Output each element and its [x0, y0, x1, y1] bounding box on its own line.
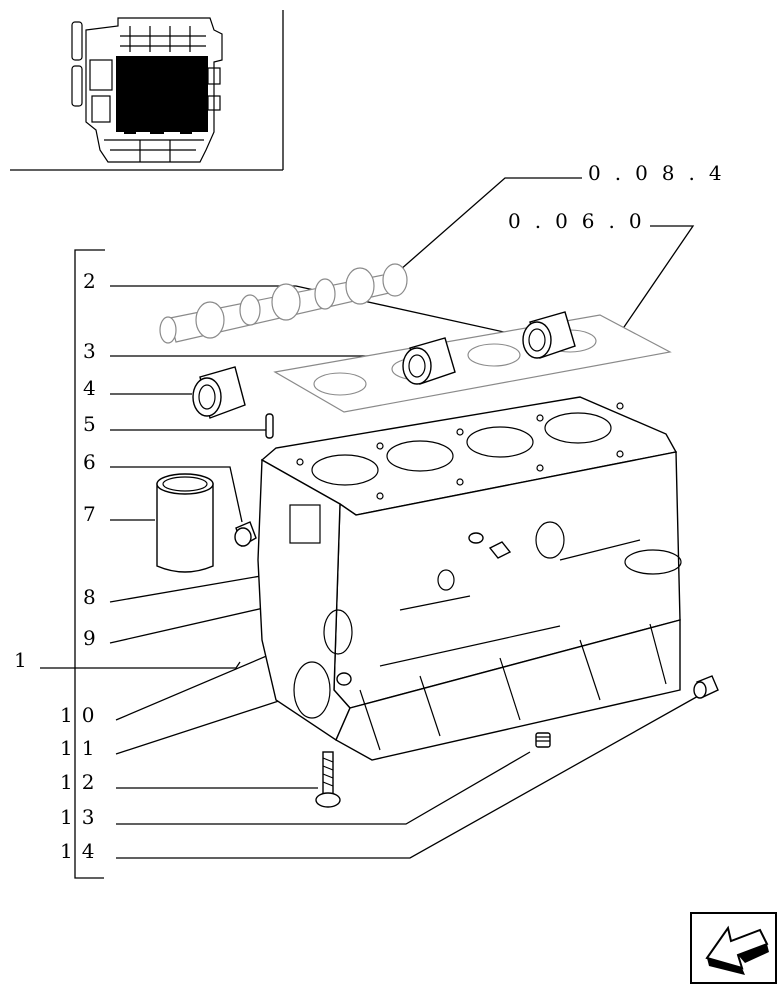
plug-screw [488, 541, 512, 559]
callout-8: 8 [83, 585, 105, 609]
callout-1: 1 [14, 648, 36, 672]
callout-6: 6 [83, 450, 105, 474]
plug-washer [468, 532, 484, 544]
leader-ref-camshaft [399, 177, 582, 271]
engine-thumbnail-image [71, 17, 223, 163]
expansion-plug [234, 521, 257, 548]
leader-ref-gasket [621, 225, 695, 331]
threaded-plug [693, 675, 719, 699]
callout-9: 9 [83, 626, 105, 650]
callout-bracket [74, 249, 105, 879]
callout-11: 11 [60, 736, 103, 760]
dowel-pin [265, 413, 274, 439]
camshaft-bush-a [402, 337, 456, 385]
engine-thumbnail [10, 10, 284, 171]
callout-5: 5 [83, 412, 105, 436]
arrow-next-icon [705, 925, 769, 975]
callout-2: 2 [83, 269, 105, 293]
front-plug [336, 672, 352, 686]
callout-4: 4 [83, 376, 105, 400]
cap-screw [315, 751, 341, 808]
camshaft-bush-4 [192, 366, 246, 419]
callout-3: 3 [83, 339, 105, 363]
callout-10: 10 [60, 703, 103, 727]
grub-screw [535, 732, 551, 748]
next-page-button[interactable] [690, 912, 777, 984]
reference-label-gasket: 0.06.0 [508, 209, 656, 233]
callout-13: 13 [60, 805, 103, 829]
head-gasket [273, 314, 672, 413]
callout-7: 7 [83, 502, 105, 526]
cylinder-liner [156, 473, 214, 573]
cylinder-block [257, 396, 682, 761]
callout-14: 14 [60, 839, 103, 863]
deck-holes [296, 402, 624, 500]
camshaft-bush-b [522, 311, 576, 359]
callout-12: 12 [60, 770, 103, 794]
reference-label-camshaft: 0.08.4 [588, 161, 736, 185]
camshaft [159, 263, 408, 344]
